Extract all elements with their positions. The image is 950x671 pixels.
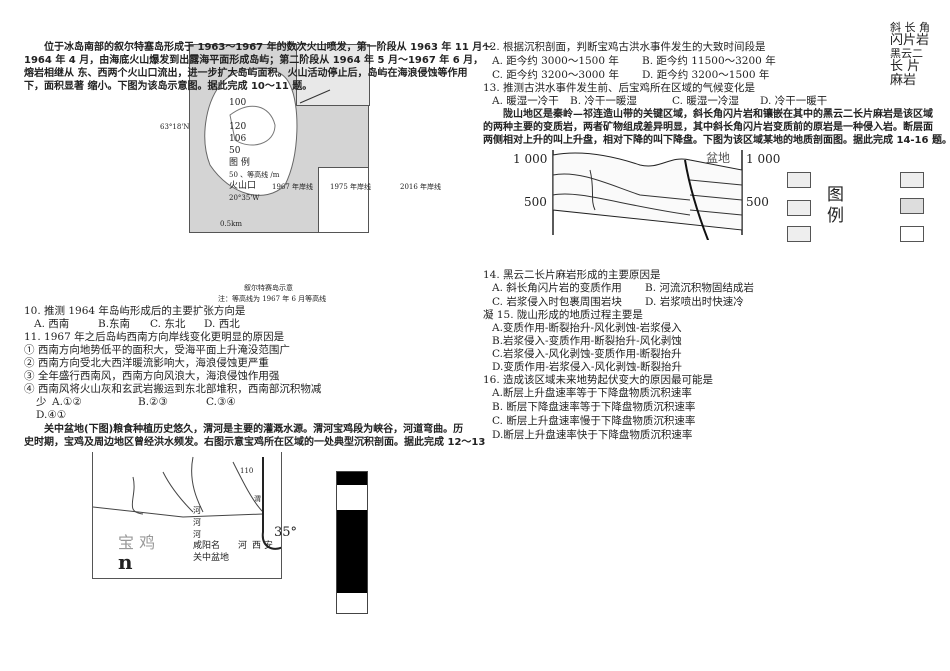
q11-option-b[interactable]: B.②③ bbox=[138, 396, 168, 408]
legend-title: 图 例 bbox=[827, 185, 844, 226]
legend-contour: 50 、等高线 /m bbox=[229, 171, 280, 179]
label-river: 河 bbox=[193, 506, 201, 515]
latitude-label: 63°18'N bbox=[160, 123, 190, 131]
city-xian: 西 安 bbox=[252, 541, 273, 551]
contour-50: 50 bbox=[229, 146, 241, 156]
legend-box bbox=[318, 167, 369, 233]
q12-option-d[interactable]: D. 距今约 3200～1500 年 bbox=[642, 69, 770, 81]
river-lines bbox=[93, 456, 281, 550]
tick-left-1000: 1 000 bbox=[513, 152, 548, 166]
q14-option-a[interactable]: A. 斜长角闪片岩的变质作用 bbox=[492, 282, 622, 294]
scale-label: 0.5km bbox=[220, 220, 243, 228]
q16-option-a[interactable]: A.断层上升盘速率等于下降盘物质沉积速率 bbox=[492, 387, 692, 399]
q12-option-a[interactable]: A. 距今约 3000～1500 年 bbox=[492, 55, 619, 67]
q13-option-d[interactable]: D. 冷干一暖干 bbox=[760, 95, 828, 107]
q16-option-b[interactable]: B. 断层下降盘速率等于下降盘物质沉积速率 bbox=[492, 401, 696, 413]
intro1-line: 下，面积显著 缩小。下图为该岛示意图。据此完成 10～11 题。 bbox=[24, 81, 313, 92]
q16-stem: 16. 造成该区域未来地势起伏变大的原因最可能是 bbox=[483, 374, 714, 386]
q15-option-b[interactable]: B.岩浆侵入-变质作用-断裂抬升-风化剥蚀 bbox=[492, 335, 682, 347]
q15-option-c[interactable]: C.岩浆侵入-风化剥蚀-变质作用-断裂抬升 bbox=[492, 348, 682, 360]
contour-120: 120 bbox=[229, 122, 247, 132]
longitude-label: 20°35'W bbox=[229, 194, 260, 202]
q15-option-d[interactable]: D.变质作用-岩浆侵入-风化剥蚀-断裂抬升 bbox=[492, 361, 683, 373]
intro1-line: 熔岩相继从 东、西两个火山口流出，进一步扩大岛屿面积。火山活动停止后，岛屿在海浪… bbox=[24, 68, 468, 79]
q12-option-c[interactable]: C. 距今约 3200～3000 年 bbox=[492, 69, 619, 81]
label-river: 河 bbox=[193, 518, 201, 527]
tick-right-500: 500 bbox=[746, 195, 769, 209]
q14-option-d[interactable]: D. 岩浆喷出时快速冷 bbox=[645, 296, 744, 308]
label-wei: 渭 bbox=[254, 495, 261, 503]
q12-stem: 12. 根据沉积剖面，判断宝鸡古洪水事件发生的大致时间段是 bbox=[483, 41, 766, 53]
intro2-line: 关中盆地(下图)粮食种植历史悠久，渭河是主要的灌溉水源。渭河宝鸡段为峡谷，河道弯… bbox=[44, 424, 464, 435]
geologic-cross-section bbox=[552, 150, 743, 240]
section-legend: 图 例 bbox=[785, 170, 925, 245]
island-map bbox=[189, 44, 370, 233]
legend-2016: 2016 年岸线 bbox=[400, 183, 442, 191]
legend-1975: 1975 年岸线 bbox=[330, 183, 372, 191]
lon-110: 110 bbox=[240, 467, 254, 475]
basin-label: 盆地 bbox=[706, 151, 731, 165]
map-caption: 叙尔特赛岛示意 bbox=[244, 284, 293, 292]
tick-right-1000: 1 000 bbox=[746, 152, 781, 166]
side-legend-text: 闪片岩 bbox=[890, 33, 930, 48]
intro3-line: 陇山地区是秦岭—祁连造山带的关键区域，斜长角闪片岩和镶嵌在其中的黑云二长片麻岩是… bbox=[503, 109, 933, 120]
q13-option-b[interactable]: B. 冷干一暖湿 bbox=[570, 95, 637, 107]
q11-item: ④ 西南风将火山灰和玄武岩搬运到东北部堆积，西南部沉积物减 bbox=[24, 383, 322, 395]
map-note: 注：等高线为 1967 年 6 月等高线 bbox=[218, 295, 327, 303]
q10-option-a[interactable]: A. 西南 bbox=[34, 318, 70, 330]
side-legend-text: 麻岩 bbox=[890, 73, 917, 88]
intro3-line: 的两种主要的变质岩，两者矿物组成差异明显，其中斜长角闪片岩变质前的原岩是一种侵入… bbox=[483, 122, 933, 133]
side-legend-text: 斜 长 角 bbox=[890, 21, 930, 34]
q11-item: ③ 全年盛行西南风，西南方向风浪大，海浪侵蚀作用强 bbox=[24, 370, 280, 382]
legend-1967: 1967 年岸线 bbox=[272, 183, 314, 191]
q11-wrap: 少 bbox=[36, 396, 47, 408]
label-he: 河 bbox=[238, 541, 248, 551]
lat-35: 35° bbox=[274, 525, 298, 540]
q13-stem: 13. 推测古洪水事件发生前、后宝鸡所在区域的气候变化是 bbox=[483, 82, 756, 94]
contour-100: 100 bbox=[229, 98, 247, 108]
sediment-column bbox=[336, 471, 368, 614]
q11-item: ① 西南方向地势低平的面积大，受海平面上升淹没范围广 bbox=[24, 344, 290, 356]
q11-option-d[interactable]: D.④① bbox=[36, 409, 67, 421]
intro1-line: 位于冰岛南部的叙尔特塞岛形成于 1963～1967 年的数次火山喷发，第一阶段从… bbox=[44, 42, 493, 53]
city-xianyang: 咸阳名 bbox=[193, 541, 221, 551]
side-legend-text: 黑云二 bbox=[890, 47, 923, 60]
intro1-line: 1964 年 4 月，由海底火山爆发到出露海平面形成岛屿；第二阶段从 1964 … bbox=[24, 55, 484, 66]
guanzhong-map bbox=[92, 452, 282, 579]
q11-item: ② 西南方向受北大西洋暖流影响大，海浪侵蚀更严重 bbox=[24, 357, 269, 369]
q15-stem: 凝 15. 陇山形成的地质过程主要是 bbox=[483, 309, 643, 321]
q10-option-d[interactable]: D. 西北 bbox=[204, 318, 240, 330]
label-basin: 关中盆地 bbox=[193, 553, 230, 563]
q13-option-a[interactable]: A. 暖湿一冷干 bbox=[492, 95, 559, 107]
intro3-line: 两侧相对上升的叫上升盘，相对下降的叫下降盘。下图为该区域某地的地质剖面图。据此完… bbox=[483, 135, 950, 146]
q12-option-b[interactable]: B. 距今约 11500～3200 年 bbox=[642, 55, 776, 67]
q10-option-b[interactable]: B.东南 bbox=[98, 318, 131, 330]
q11-stem: 11. 1967 年之后岛屿西南方向岸线变化更明显的原因是 bbox=[24, 331, 285, 343]
label-river: 河 bbox=[193, 530, 201, 539]
q16-option-c[interactable]: C. 断层上升盘速率慢于下降盘物质沉积速率 bbox=[492, 415, 696, 427]
q10-option-c[interactable]: C. 东北 bbox=[150, 318, 186, 330]
city-baoji: 宝 鸡 bbox=[118, 533, 156, 552]
legend-title: 图 例 bbox=[229, 158, 250, 168]
q14-option-c[interactable]: C. 岩浆侵入时包裹周围岩块 bbox=[492, 296, 622, 308]
q11-option-a[interactable]: A.①② bbox=[52, 396, 82, 408]
q13-option-c[interactable]: C. 暖湿一冷湿 bbox=[672, 95, 739, 107]
inset-map bbox=[296, 44, 370, 106]
side-legend-text: 长 片 bbox=[890, 59, 921, 74]
q14-stem: 14. 黑云二长片麻岩形成的主要原因是 bbox=[483, 269, 661, 281]
label-n: n bbox=[118, 550, 133, 574]
island-outline bbox=[204, 67, 331, 196]
intro2-line: 史时期，宝鸡及周边地区曾经洪水频发。右图示意宝鸡所在区域的一处典型沉积剖面。据此… bbox=[24, 437, 486, 448]
tick-left-500: 500 bbox=[524, 195, 547, 209]
q14-option-b[interactable]: B. 河流沉积物固结成岩 bbox=[645, 282, 754, 294]
q15-option-a[interactable]: A.变质作用-断裂抬升-风化剥蚀-岩浆侵入 bbox=[492, 322, 682, 334]
side-legend: 斜 长 角 闪片岩 黑云二 长 片 麻岩 bbox=[890, 22, 935, 88]
q10-stem: 10. 推测 1964 年岛屿形成后的主要扩张方向是 bbox=[24, 305, 246, 317]
contour-106: 106 bbox=[229, 134, 247, 144]
q16-option-d[interactable]: D.断层上升盘速率快于下降盘物质沉积速率 bbox=[492, 429, 693, 441]
legend-crater: 火山口 bbox=[229, 181, 257, 191]
q11-option-c[interactable]: C.③④ bbox=[206, 396, 236, 408]
